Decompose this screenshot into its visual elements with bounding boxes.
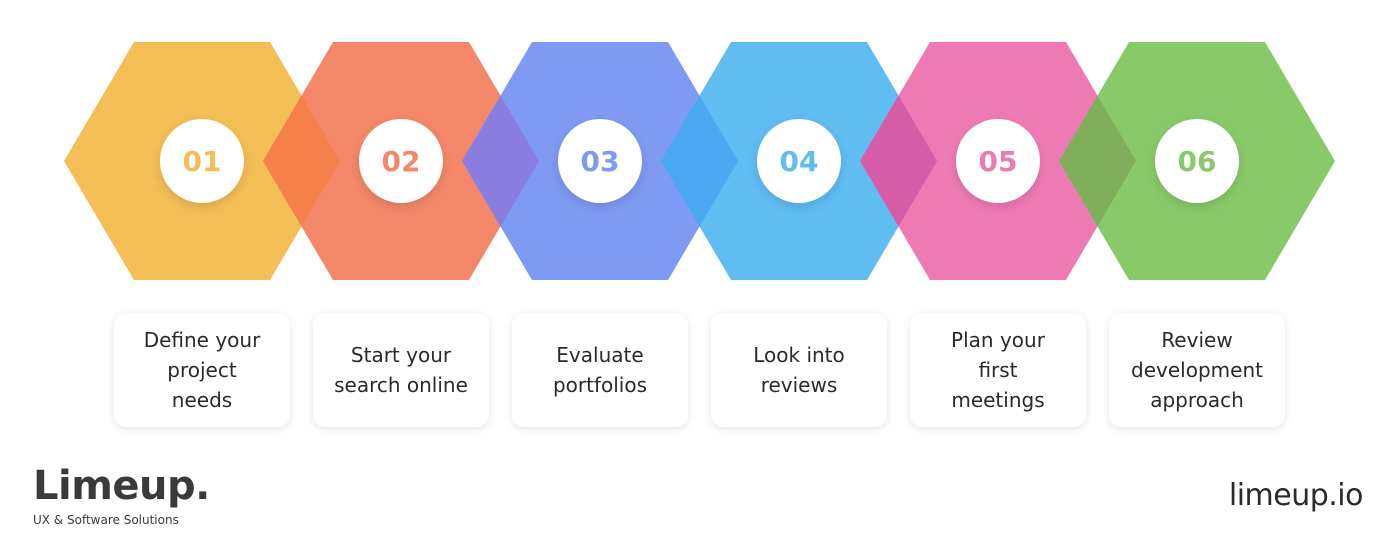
step-label-3: Evaluate portfolios bbox=[552, 343, 648, 397]
step-number-6: 06 bbox=[1155, 119, 1239, 203]
overlap-region-1-2 bbox=[263, 95, 340, 227]
step-number-3: 03 bbox=[558, 119, 642, 203]
step-label-1: Define your project needs bbox=[143, 328, 261, 412]
step-card-3: Evaluate portfolios bbox=[512, 313, 688, 427]
overlap-region-4-5 bbox=[860, 95, 937, 227]
step-number-5: 05 bbox=[956, 119, 1040, 203]
step-number-2: 02 bbox=[359, 119, 443, 203]
step-card-1: Define your project needs bbox=[114, 313, 290, 427]
step-card-2: Start your search online bbox=[313, 313, 489, 427]
step-card-4: Look into reviews bbox=[711, 313, 887, 427]
overlap-region-3-4 bbox=[661, 95, 738, 227]
logo-tagline: UX & Software Solutions bbox=[33, 513, 179, 527]
step-label-4: Look into reviews bbox=[753, 343, 845, 397]
step-label-2: Start your search online bbox=[334, 343, 468, 397]
step-card-6: Review development approach bbox=[1109, 313, 1285, 427]
website-url: limeup.io bbox=[1228, 478, 1364, 513]
overlap-region-5-6 bbox=[1059, 95, 1136, 227]
step-label-6: Review development approach bbox=[1131, 328, 1263, 412]
step-number-4: 04 bbox=[757, 119, 841, 203]
step-label-5: Plan your first meetings bbox=[951, 328, 1045, 412]
step-number-1: 01 bbox=[160, 119, 244, 203]
logo-wordmark: Limeup. bbox=[33, 463, 210, 509]
limeup-logo: Limeup. UX & Software Solutions bbox=[33, 462, 210, 528]
step-card-5: Plan your first meetings bbox=[910, 313, 1086, 427]
overlap-region-2-3 bbox=[462, 95, 539, 227]
